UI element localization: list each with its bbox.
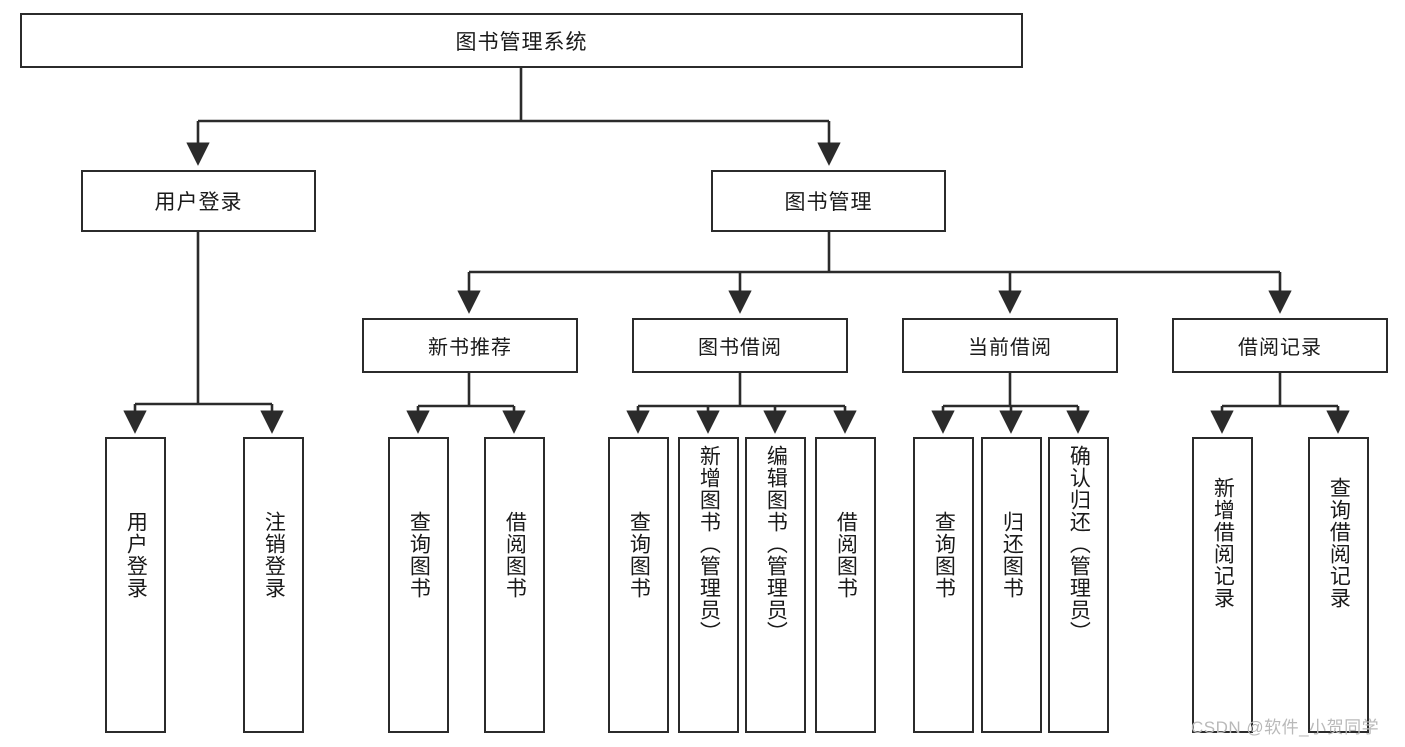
node-root-label: 图书管理系统 — [455, 30, 588, 54]
node-leaf-user-logout-label: 注销登录 — [262, 511, 286, 599]
node-leaf-return-book-label: 归还图书 — [1000, 511, 1024, 599]
node-leaf-confirm-return[interactable]: 确认归还（管理员） — [1048, 437, 1109, 733]
node-book-borrow[interactable]: 图书借阅 — [632, 318, 848, 373]
node-leaf-borrow-book-1-label: 借阅图书 — [503, 511, 527, 599]
node-leaf-user-login-label: 用户登录 — [124, 511, 148, 599]
node-leaf-user-login[interactable]: 用户登录 — [105, 437, 166, 733]
node-current-borrow-label: 当前借阅 — [968, 337, 1052, 359]
node-leaf-confirm-return-label: 确认归还（管理员） — [1067, 445, 1091, 643]
node-book-management-label: 图书管理 — [784, 191, 873, 214]
node-borrow-record-label: 借阅记录 — [1238, 337, 1322, 359]
node-leaf-borrow-book-2-label: 借阅图书 — [834, 511, 858, 599]
node-leaf-query-book-2-label: 查询图书 — [627, 511, 651, 599]
node-user-login-label: 用户登录 — [154, 191, 243, 214]
node-book-borrow-label: 图书借阅 — [698, 337, 782, 359]
node-book-management[interactable]: 图书管理 — [711, 170, 946, 232]
node-new-book-recommend-label: 新书推荐 — [428, 337, 512, 359]
node-leaf-query-book-1[interactable]: 查询图书 — [388, 437, 449, 733]
node-leaf-edit-book-label: 编辑图书（管理员） — [764, 445, 788, 643]
node-leaf-add-book-label: 新增图书（管理员） — [697, 445, 721, 643]
node-borrow-record[interactable]: 借阅记录 — [1172, 318, 1388, 373]
node-leaf-user-logout[interactable]: 注销登录 — [243, 437, 304, 733]
node-leaf-query-record[interactable]: 查询借阅记录 — [1308, 437, 1369, 733]
watermark-text: CSDN @软件_小贺同学 — [1191, 718, 1380, 737]
node-user-login[interactable]: 用户登录 — [81, 170, 316, 232]
node-leaf-add-record[interactable]: 新增借阅记录 — [1192, 437, 1253, 733]
node-leaf-return-book[interactable]: 归还图书 — [981, 437, 1042, 733]
node-current-borrow[interactable]: 当前借阅 — [902, 318, 1118, 373]
node-leaf-query-record-label: 查询借阅记录 — [1327, 477, 1351, 609]
node-leaf-query-book-3-label: 查询图书 — [932, 511, 956, 599]
node-leaf-query-book-3[interactable]: 查询图书 — [913, 437, 974, 733]
node-root[interactable]: 图书管理系统 — [20, 13, 1023, 68]
node-new-book-recommend[interactable]: 新书推荐 — [362, 318, 578, 373]
node-leaf-borrow-book-1[interactable]: 借阅图书 — [484, 437, 545, 733]
node-leaf-add-record-label: 新增借阅记录 — [1211, 477, 1235, 609]
node-leaf-borrow-book-2[interactable]: 借阅图书 — [815, 437, 876, 733]
node-leaf-add-book[interactable]: 新增图书（管理员） — [678, 437, 739, 733]
node-leaf-edit-book[interactable]: 编辑图书（管理员） — [745, 437, 806, 733]
node-leaf-query-book-1-label: 查询图书 — [407, 511, 431, 599]
node-leaf-query-book-2[interactable]: 查询图书 — [608, 437, 669, 733]
